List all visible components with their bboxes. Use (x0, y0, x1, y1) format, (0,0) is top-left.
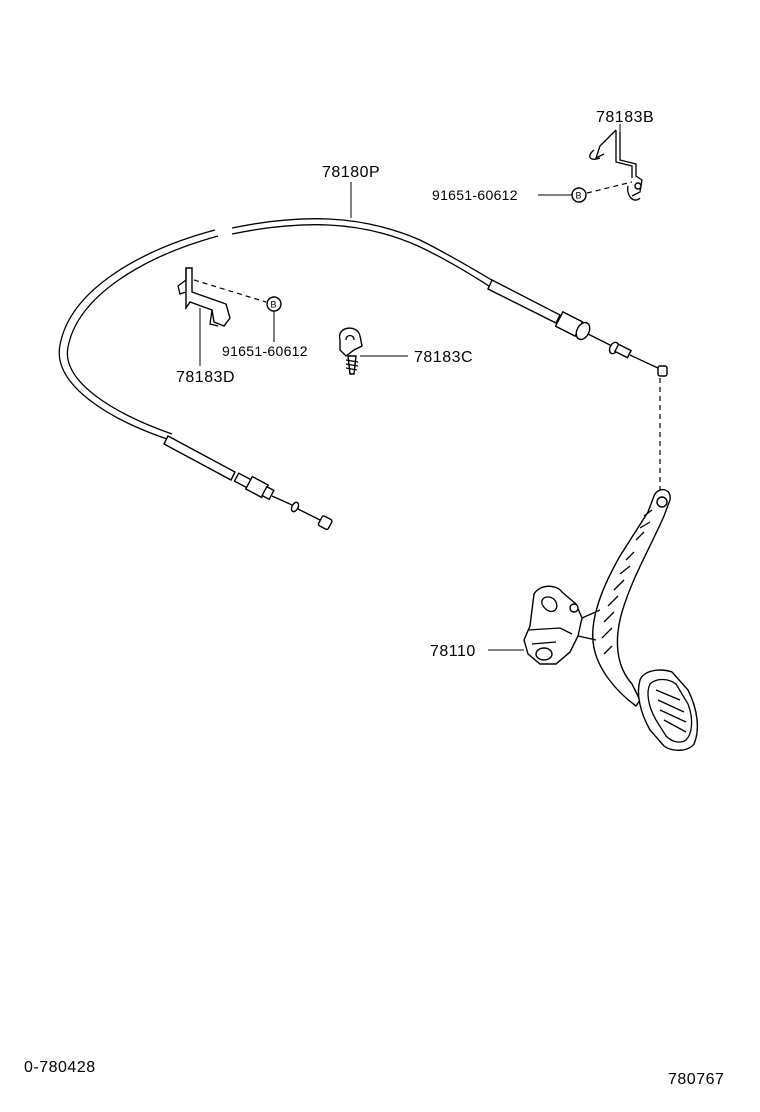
bolt-top: B (538, 181, 633, 203)
clip-part-number: 78183C (414, 349, 473, 366)
clamp-d-part-number: 78183D (176, 369, 235, 386)
clamp-b-part-number: 78183B (596, 109, 654, 126)
footer-right-code: 780767 (668, 1071, 724, 1088)
clamp-78183d (177, 267, 267, 327)
cable-part-number: 78180P (322, 164, 380, 181)
footer-left-code: 0-780428 (24, 1059, 96, 1076)
accelerator-cable (58, 218, 668, 531)
bolt-marker-top: B (576, 191, 582, 201)
bolt-left: B (266, 296, 282, 342)
clamp-78183b (589, 129, 643, 201)
clip-78183c (338, 327, 363, 375)
bolt-left-part-number: 91651-60612 (222, 343, 308, 359)
bolt-top-part-number: 91651-60612 (432, 187, 518, 203)
bolt-marker-left: B (271, 300, 277, 310)
accelerator-pedal (523, 489, 699, 751)
pedal-part-number: 78110 (430, 643, 476, 660)
